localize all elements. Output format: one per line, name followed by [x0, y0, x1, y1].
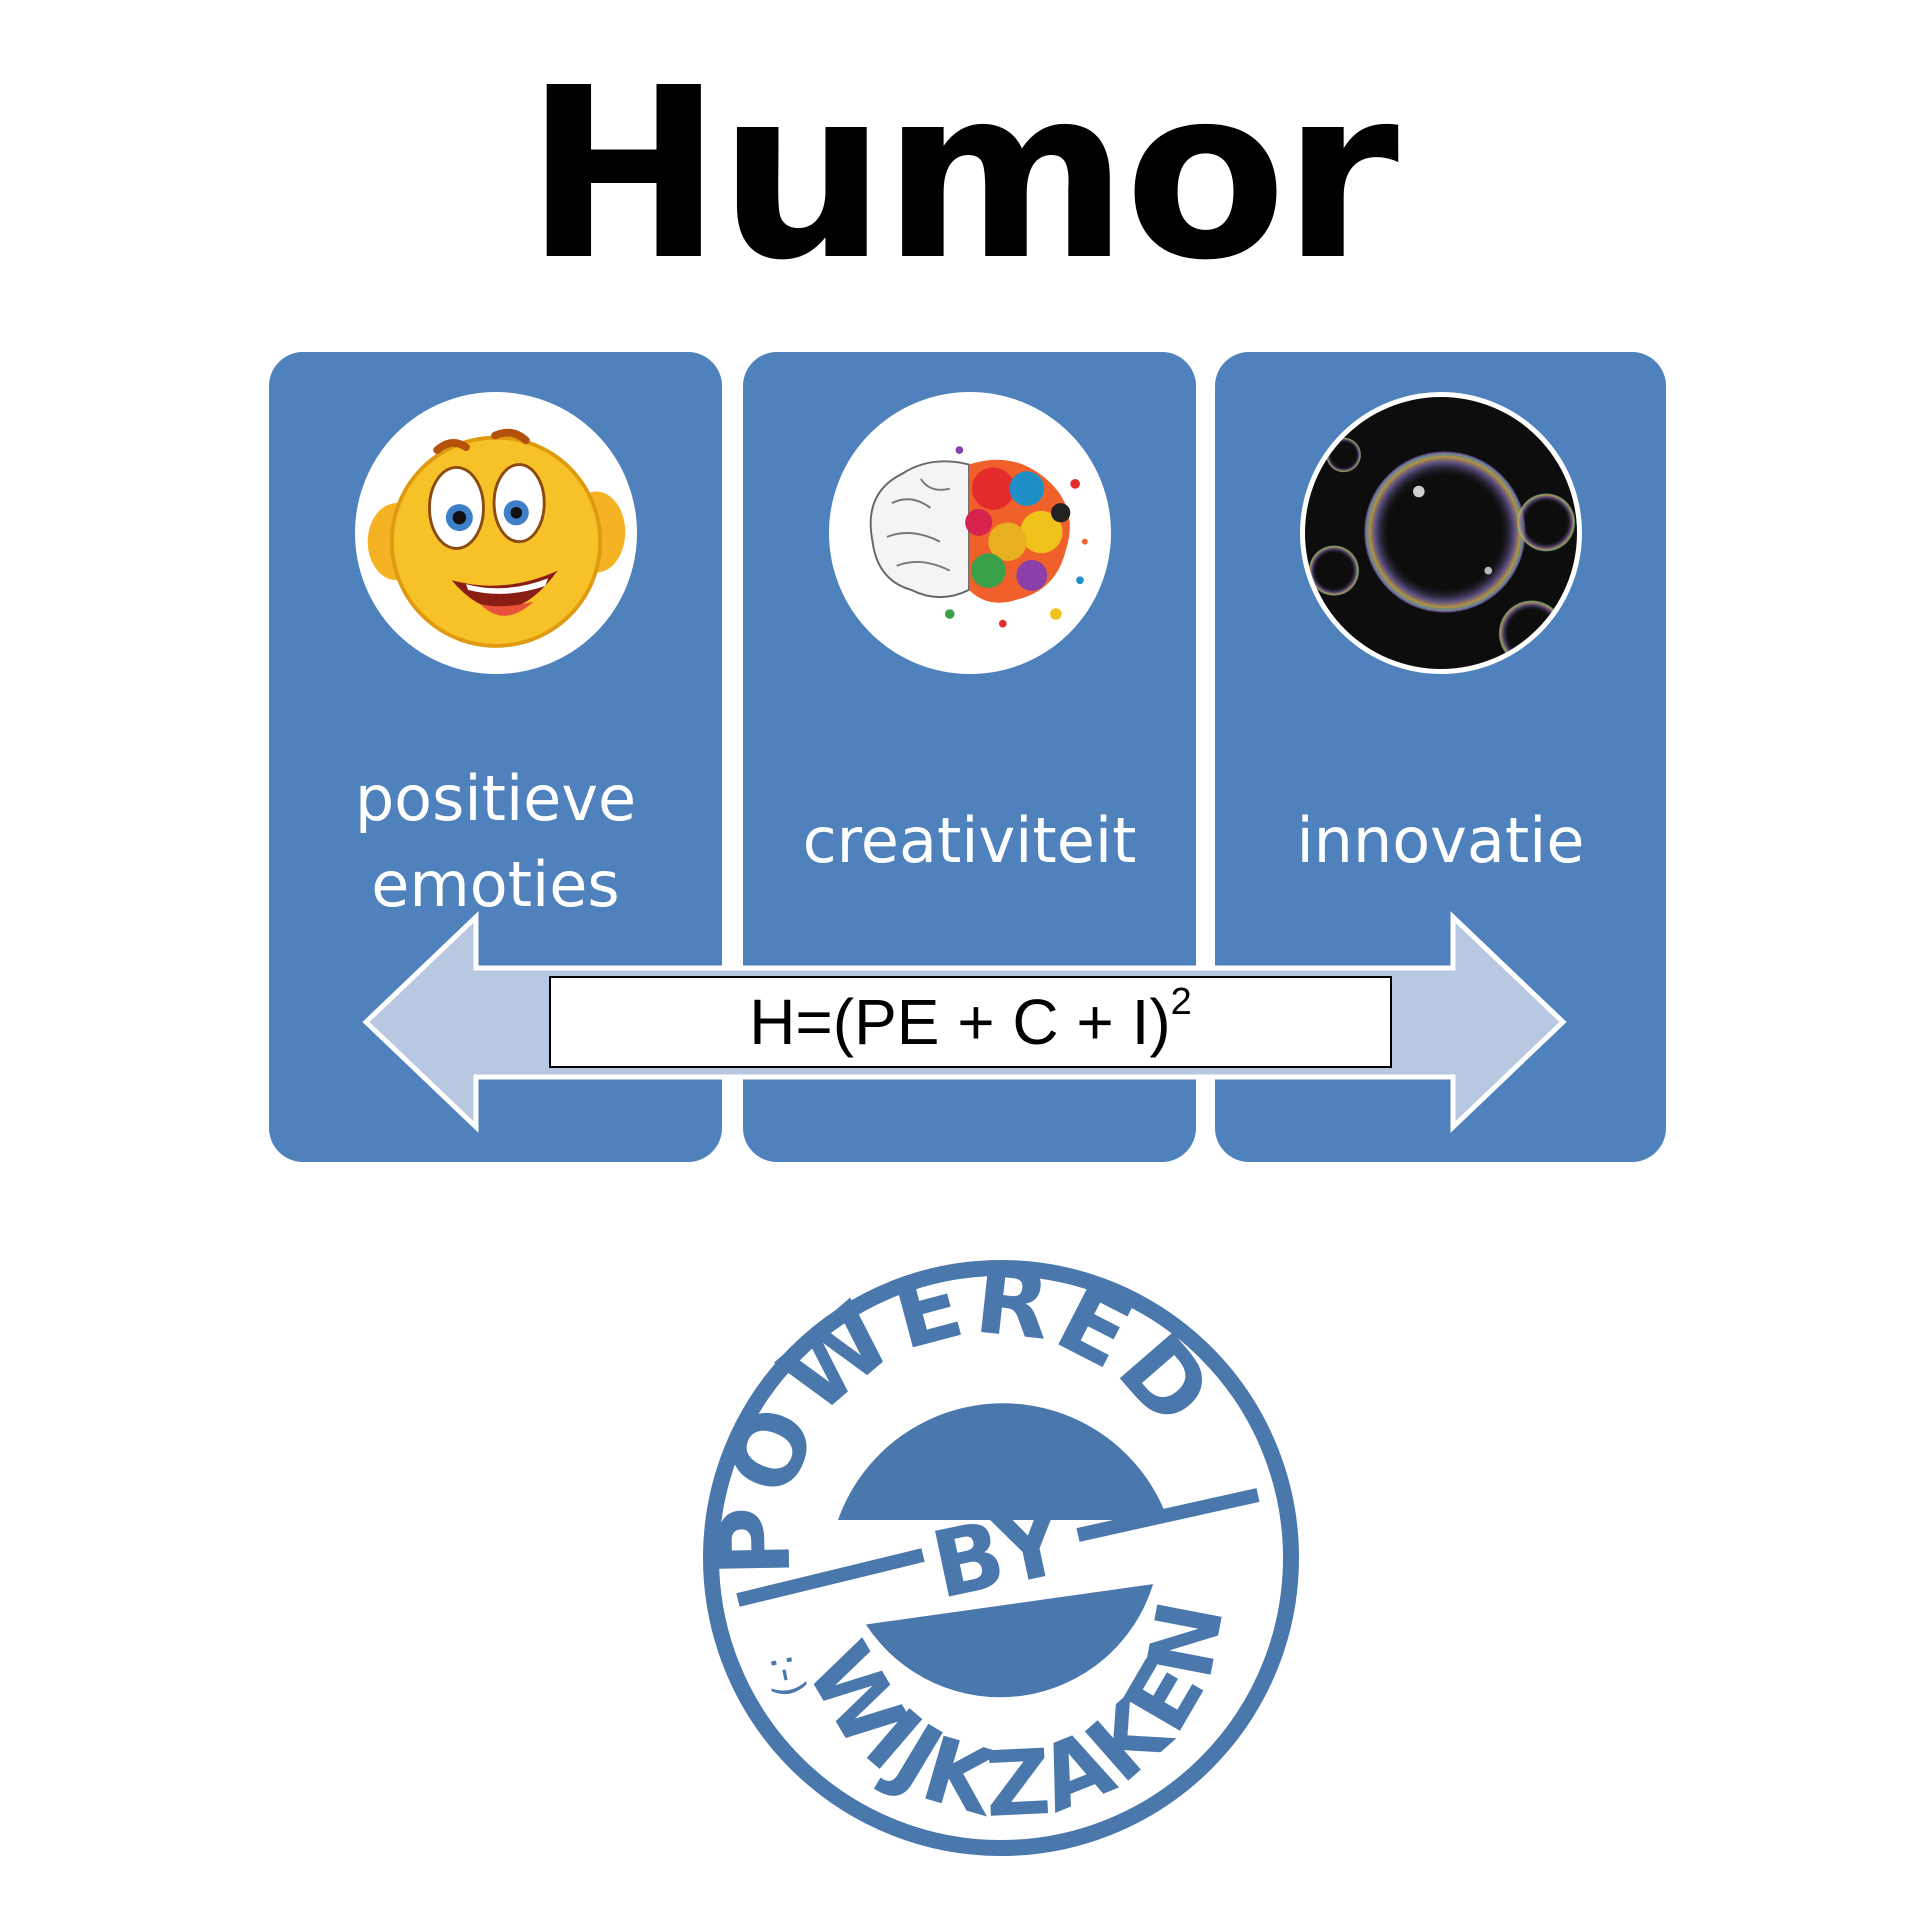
- formula-exponent: 2: [1170, 980, 1192, 1023]
- smiley-icon: [354, 392, 637, 674]
- formula-box: H=(PE + C + I)2: [549, 976, 1392, 1068]
- card-label-innovation: innovatie: [1296, 804, 1585, 877]
- stamp-emoticon: :-): [760, 1650, 814, 1702]
- bubbles-icon: [1299, 392, 1582, 674]
- page-title: Humor: [525, 37, 1399, 312]
- formula-text: H=(PE + C + I): [749, 986, 1171, 1058]
- card-label-positive-emotions: positieve emoties: [354, 762, 637, 921]
- brain-icon: [828, 392, 1111, 674]
- card-label-creativity: creativiteit: [802, 804, 1137, 877]
- card-positive-emotions: positieve emoties: [269, 352, 722, 1162]
- powered-by-stamp: BY POWERED WIJKZAKEN :-): [699, 1255, 1299, 1856]
